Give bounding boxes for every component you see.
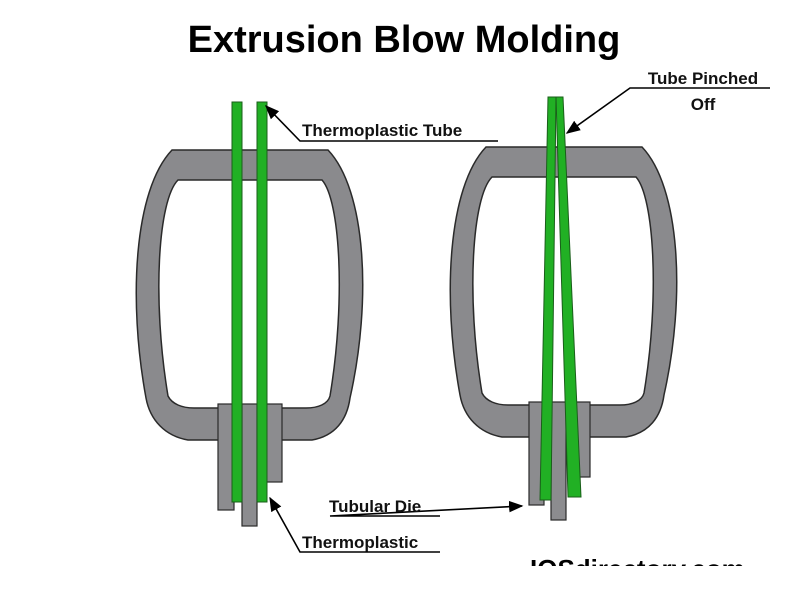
right-mold-assembly	[449, 96, 678, 521]
right-die-mandrel	[550, 401, 567, 521]
label-thermoplastic-tube: Thermoplastic Tube	[302, 121, 462, 140]
left-die-mandrel	[241, 403, 258, 527]
leader-thermoplastic-tube	[264, 104, 498, 142]
right-tube-wall-left	[539, 96, 557, 501]
leader-lines	[264, 87, 770, 553]
left-mold-assembly	[135, 101, 364, 527]
label-tubular-die: Tubular Die	[329, 497, 421, 516]
left-tube-wall-right	[256, 101, 268, 503]
right-tube-wall-right	[555, 96, 582, 498]
left-tube-wall-left	[231, 101, 243, 503]
leader-tube-pinched-off	[565, 87, 770, 134]
left-mold	[135, 149, 364, 441]
label-thermoplastic: Thermoplastic	[302, 533, 418, 552]
leader-thermoplastic	[269, 496, 440, 553]
leader-tubular-die	[329, 500, 524, 517]
watermark-clip	[510, 566, 780, 611]
left-die-block-right	[265, 403, 283, 483]
label-tube-pinched-line1: Tube Pinched	[648, 69, 758, 88]
diagram-title: Extrusion Blow Molding	[188, 19, 621, 61]
label-tube-pinched-line2: Off	[691, 95, 716, 114]
